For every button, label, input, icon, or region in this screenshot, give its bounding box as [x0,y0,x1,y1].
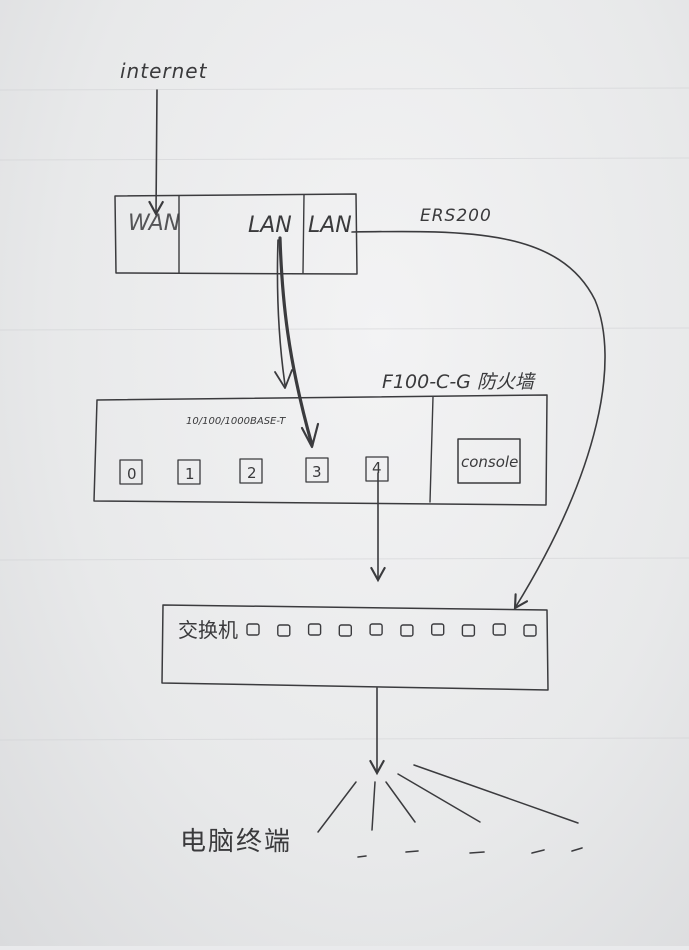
paper-rules [0,87,689,741]
firewall-model-label: F100-C-G 防火墙 [382,371,536,393]
switch-port [431,623,445,636]
internet-to-wan-arrow [148,89,164,217]
terminal-dash [531,849,545,854]
switch-port [461,624,476,637]
router-divider-lan [302,194,305,274]
switch-label: 交换机 [178,618,238,642]
firewall-port-0: 0 [119,459,143,485]
firewall-port-1: 1 [177,459,201,485]
router-model-label: ERS200 [420,206,492,226]
firewall-port-2-label: 2 [247,464,257,482]
firewall-port-3: 3 [305,457,329,483]
switch-ports [246,623,537,637]
firewall-f100: F100-C-G 防火墙 10/100/1000BASE-T 0 1 2 3 4… [93,371,548,506]
terminal-dash [469,851,485,854]
fanout-line [385,781,416,823]
internet-label: internet [120,59,208,83]
router-port-lan-2: LAN [308,213,352,238]
switch-port [523,624,537,637]
firewall-port-2: 2 [239,458,263,484]
router-port-lan-1: LAN [248,213,292,238]
router-port-wan: WAN [128,211,180,236]
firewall-port-3-label: 3 [312,463,322,481]
lan-to-switch-arrow [351,230,606,610]
terminal-dashes [357,847,583,858]
switch-port [369,623,383,636]
firewall-port-4-label: 4 [372,459,382,477]
terminal-fanout [317,764,579,833]
firewall-port-1-label: 1 [185,465,195,483]
fanout-line [371,781,376,831]
terminal-dash [405,850,419,853]
terminals-label: 电脑终端 [180,827,292,857]
terminal-dash [357,855,367,858]
firewall-console-port: console [457,438,521,484]
firewall-console-label: console [461,453,518,471]
firewall-box [93,394,548,506]
switch-port [246,623,260,636]
switch-box [161,604,549,691]
firewall-port-type-label: 10/100/1000BASE-T [186,416,286,427]
switch: 交换机 [161,604,549,691]
lan-to-firewall-arrow [274,236,320,449]
fanout-line [317,781,357,833]
switch-port [492,623,506,636]
firewall-port-0-label: 0 [127,465,137,483]
terminal-dash [571,847,583,852]
switch-port [277,624,291,637]
router-ers200: WAN LAN LAN ERS200 [114,193,492,275]
firewall-divider [429,396,434,503]
switch-port [400,624,414,637]
fanout-line [397,773,481,823]
fanout-line [413,764,579,824]
switch-port [307,623,322,636]
firewall-port-4: 4 [365,456,389,482]
switch-port [338,624,352,637]
router-box [114,193,358,275]
